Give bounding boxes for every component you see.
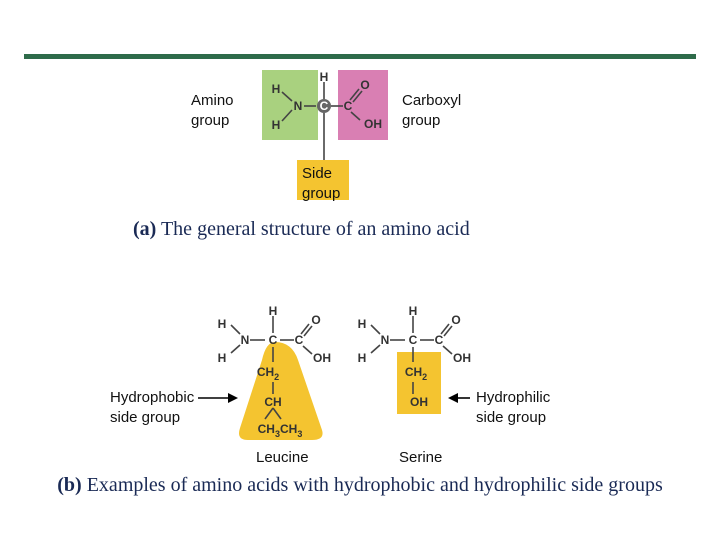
caption-b-letter: (b) — [57, 474, 82, 496]
atom-h: H — [320, 70, 329, 84]
atom-h: H — [272, 82, 281, 96]
atom-c: C — [344, 99, 353, 113]
hydrophobic-side-group-shape — [239, 342, 323, 440]
atom-ch2: CH2 — [257, 365, 279, 382]
hydrophobic-label: Hydrophobic side group — [110, 389, 195, 426]
side-group-box — [297, 160, 349, 200]
atom-oh: OH — [313, 351, 331, 365]
atom-n: N — [381, 333, 390, 347]
hydrophilic-label: Hydrophilic side group — [476, 389, 551, 426]
atom-ch3ch3: CH3CH3 — [258, 422, 303, 439]
serine-label: Serine — [399, 449, 443, 466]
atom-h: H — [358, 351, 367, 365]
atom-h: H — [269, 304, 278, 318]
atom-h: H — [409, 304, 418, 318]
leucine-label: Leucine — [256, 449, 309, 466]
atom-ch: CH — [264, 395, 281, 409]
atom-h: H — [358, 317, 367, 331]
arrow-head-icon — [228, 393, 238, 403]
atom-c: C — [295, 333, 304, 347]
hydrophilic-side-group-box — [397, 352, 441, 414]
caption-a-letter: (a) — [133, 218, 157, 240]
carboxyl-group-label: Carboxyl group — [402, 92, 462, 129]
amino-group-label: Amino group — [191, 92, 234, 129]
atom-n: N — [241, 333, 250, 347]
atom-c: C — [269, 333, 278, 347]
atom-o: O — [451, 313, 460, 327]
arrow-head-icon — [448, 393, 458, 403]
caption-a-text: The general structure of an amino acid — [160, 218, 470, 240]
caption-b-text: Examples of amino acids with hydrophobic… — [86, 474, 663, 496]
atom-o: O — [311, 313, 320, 327]
carboxyl-group-box — [338, 70, 388, 140]
atom-oh: OH — [364, 117, 382, 131]
atom-c: C — [409, 333, 418, 347]
atom-c: C — [435, 333, 444, 347]
caption-a: (a) The general structure of an amino ac… — [133, 216, 470, 242]
atom-ch2: CH2 — [405, 365, 427, 382]
atom-oh: OH — [410, 395, 428, 409]
caption-b: (b) Examples of amino acids with hydroph… — [10, 472, 710, 498]
atom-h: H — [218, 351, 227, 365]
atom-h: H — [272, 118, 281, 132]
atom-o: O — [360, 78, 369, 92]
top-rule — [24, 54, 696, 59]
side-group-label: Side group — [302, 165, 341, 202]
atom-c-central: C — [320, 99, 329, 113]
central-carbon-icon — [317, 99, 331, 113]
atom-h: H — [218, 317, 227, 331]
atom-n: N — [294, 99, 303, 113]
atom-oh: OH — [453, 351, 471, 365]
amino-group-box — [262, 70, 318, 140]
